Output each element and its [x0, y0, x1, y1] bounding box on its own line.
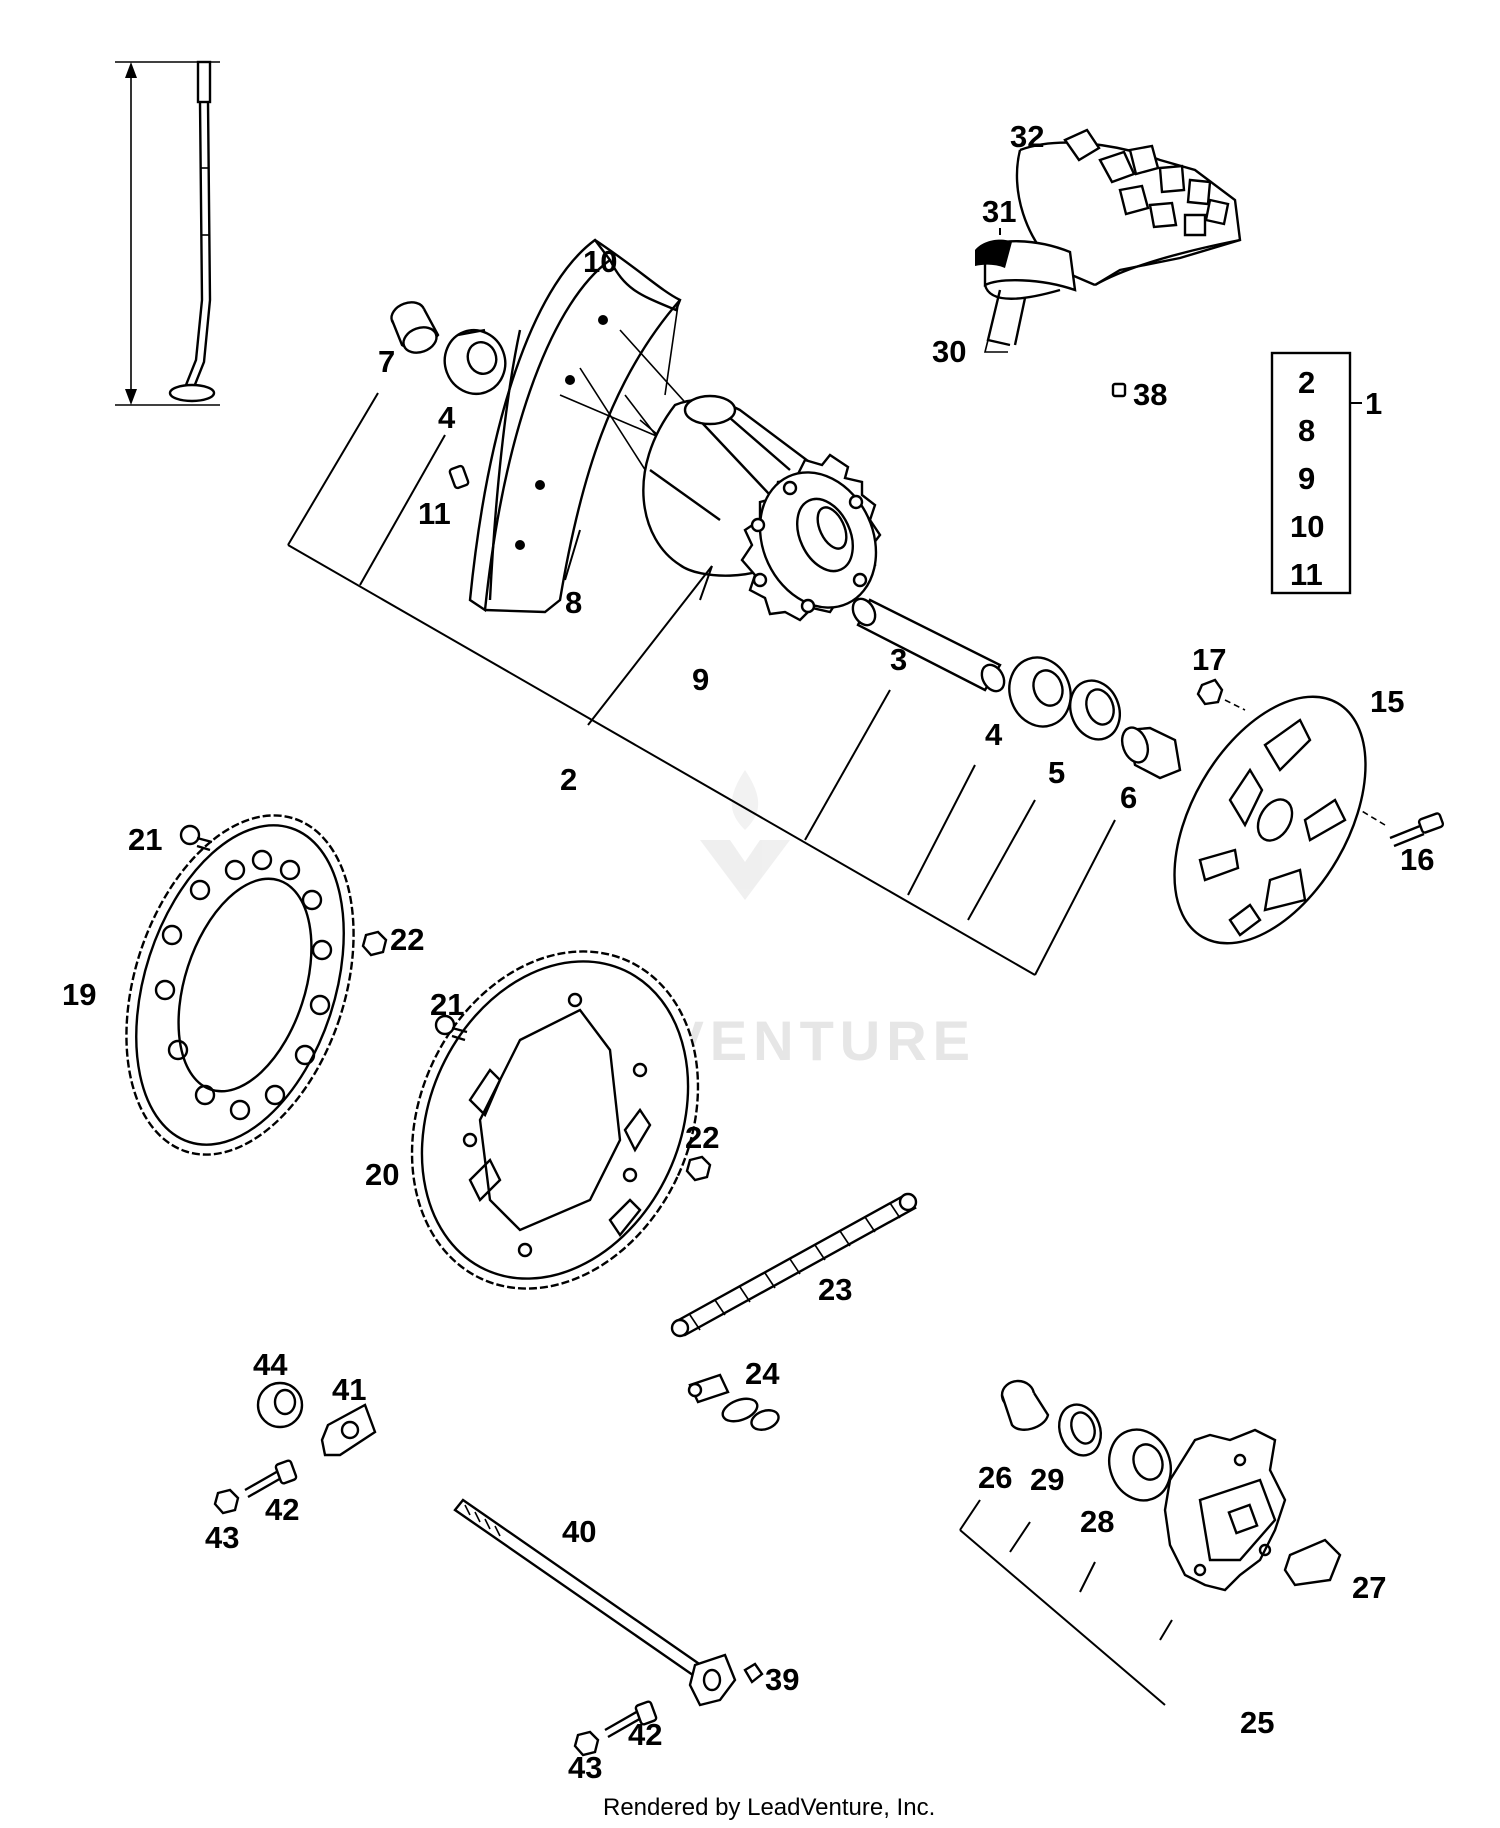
- sprocket-20: [410, 950, 700, 1290]
- spacer-6: [1120, 726, 1182, 780]
- damper-27: [1283, 1538, 1342, 1587]
- callout-4-right: 4: [985, 717, 1003, 752]
- assembly-item-8: 8: [1298, 413, 1315, 448]
- callout-41: 41: [332, 1372, 366, 1407]
- wheel-hub: [642, 394, 882, 622]
- assembly-item-9: 9: [1298, 461, 1315, 496]
- plug-39: [743, 1662, 764, 1684]
- callout-24: 24: [745, 1356, 780, 1391]
- nut-43-upper: [213, 1488, 240, 1515]
- chain-adjuster-41: [320, 1403, 377, 1457]
- callout-29: 29: [1030, 1462, 1064, 1497]
- tire-tread-blocks: [1063, 128, 1230, 237]
- bolt-21-lower: [434, 1014, 468, 1042]
- callout-40: 40: [562, 1514, 596, 1549]
- callout-43-lower: 43: [568, 1750, 602, 1785]
- bolt-42-lower: [604, 1700, 658, 1739]
- leader-lines: [287, 392, 1173, 1706]
- callout-32: 32: [1010, 119, 1044, 154]
- spacer-26: [1000, 1379, 1050, 1431]
- axle-40: [453, 1498, 737, 1707]
- callout-25: 25: [1240, 1705, 1274, 1740]
- callout-11: 11: [418, 496, 451, 531]
- callout-16: 16: [1400, 842, 1434, 877]
- bolt-21-upper: [179, 824, 213, 852]
- callout-6: 6: [1120, 780, 1137, 815]
- callout-5: 5: [1048, 755, 1065, 790]
- tire-and-tube: [975, 128, 1242, 353]
- valve-cap-38: [1111, 382, 1127, 398]
- callout-38: 38: [1133, 377, 1167, 412]
- nut-22-upper: [361, 930, 388, 957]
- brake-disc-15: [1173, 695, 1367, 945]
- callout-22-lower: 22: [685, 1120, 719, 1155]
- bearing-4-left: [443, 328, 507, 395]
- seal-29: [1058, 1403, 1102, 1457]
- callout-26: 26: [978, 1460, 1012, 1495]
- callout-2: 2: [560, 762, 577, 797]
- callout-23: 23: [818, 1272, 852, 1307]
- bearing-4-right: [1008, 656, 1072, 728]
- callout-42-lower: 42: [628, 1717, 662, 1752]
- watermark-logo: [700, 770, 790, 900]
- assembly-item-2: 2: [1298, 365, 1315, 400]
- callout-7: 7: [378, 344, 395, 379]
- chain-link-24: [687, 1373, 780, 1431]
- axle-spacer-3: [851, 597, 1006, 693]
- assembly-box: [1270, 351, 1362, 595]
- wheel-rim: [468, 238, 761, 614]
- callout-19: 19: [62, 977, 96, 1012]
- bolt-16: [1359, 809, 1445, 848]
- callout-30: 30: [932, 334, 966, 369]
- seal-5: [1069, 679, 1121, 741]
- callout-44: 44: [253, 1347, 288, 1382]
- callout-9: 9: [692, 662, 709, 697]
- nut-17: [1196, 678, 1246, 711]
- callout-10: 10: [583, 244, 617, 279]
- chain-23: [670, 1192, 918, 1338]
- callout-39: 39: [765, 1662, 799, 1697]
- bolt-42-upper: [244, 1459, 298, 1499]
- nut-44: [256, 1381, 304, 1429]
- nipple-11: [448, 464, 470, 490]
- callout-22-upper: 22: [390, 922, 424, 957]
- callout-17: 17: [1192, 642, 1226, 677]
- spacer-7: [390, 301, 440, 354]
- bearing-28: [1108, 1428, 1172, 1502]
- sprocket-19: [125, 814, 355, 1156]
- callout-43-upper: 43: [205, 1520, 239, 1555]
- cush-drive-hub-25: [1163, 1428, 1287, 1592]
- assembly-label-1: 1: [1365, 386, 1382, 421]
- callout-27: 27: [1352, 1570, 1386, 1605]
- callout-8: 8: [565, 585, 582, 620]
- callout-21-upper: 21: [128, 822, 162, 857]
- callout-42-upper: 42: [265, 1492, 299, 1527]
- callout-15: 15: [1370, 684, 1404, 719]
- callout-20: 20: [365, 1157, 399, 1192]
- callout-4-left: 4: [438, 400, 456, 435]
- callout-3: 3: [890, 642, 907, 677]
- nut-43-lower: [573, 1730, 600, 1757]
- assembly-item-11: 11: [1290, 557, 1323, 592]
- callout-21-lower: 21: [430, 987, 464, 1022]
- footer-credit: Rendered by LeadVenture, Inc.: [603, 1794, 935, 1821]
- assembly-item-10: 10: [1290, 509, 1324, 544]
- spoke-drawing: [115, 60, 220, 406]
- nut-22-lower: [685, 1155, 712, 1182]
- callout-28: 28: [1080, 1504, 1114, 1539]
- callout-31: 31: [982, 194, 1016, 229]
